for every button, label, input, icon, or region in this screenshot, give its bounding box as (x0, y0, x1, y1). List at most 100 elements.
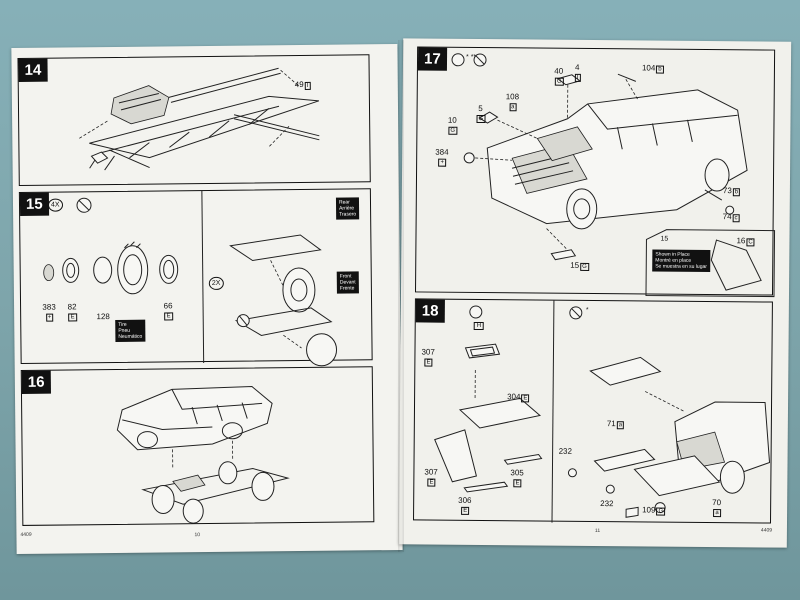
part-sprue-box: E (521, 394, 530, 403)
part-number: 74 (722, 212, 732, 222)
part-sprue-box: C (746, 238, 755, 247)
note-line: Frente (339, 285, 355, 292)
chassis-illustration (79, 67, 320, 171)
part-sprue-box: G (554, 77, 564, 86)
part-sprue-box: a (713, 509, 721, 518)
part-306-label: 306 E (458, 496, 472, 515)
part-number: 104 (641, 63, 656, 73)
part-number: 383 (42, 302, 56, 312)
part-232a-label: 232 (559, 447, 572, 456)
part-number: 5 (478, 103, 483, 114)
part-sprue-box: G (448, 126, 458, 135)
tire-assembly-illustration (43, 191, 338, 367)
part-number: 70 (712, 498, 722, 508)
quantity-2x-badge: 2X (208, 276, 224, 290)
part-sprue-box: + (438, 158, 447, 167)
shown-in-place-note: Shown in Place Montré en place Se muestr… (652, 249, 711, 273)
part-number: 16 (736, 236, 746, 246)
part-66-label: 66 E (161, 301, 175, 321)
part-sprue-box: G (656, 507, 666, 516)
part-307b-label: 307 E (424, 468, 438, 487)
page-code-left: 4409 (20, 531, 32, 538)
page-number-left: 10 (194, 532, 201, 539)
part-sprue-box: E (68, 313, 77, 322)
page-fold (398, 40, 404, 552)
note-line: Neumático (118, 333, 143, 340)
inset-step-number: 15 (660, 235, 669, 243)
part-sprue-box: a (616, 421, 625, 430)
part-number: 49 (294, 79, 304, 90)
part-number: 306 (458, 495, 472, 505)
part-82-label: 82 E (65, 302, 79, 322)
part-number: 40 (554, 66, 564, 76)
part-number: 307 (421, 347, 435, 357)
part-sprue-box: + (45, 313, 54, 322)
part-108-label: 108 a (505, 92, 520, 112)
part-sprue-box: c (732, 214, 740, 223)
part-number: 71 (606, 419, 616, 429)
part-number: 15 (570, 260, 580, 270)
part-sprue-box: b (732, 188, 741, 197)
part-sprue-box: G (476, 114, 486, 124)
part-number: 305 (510, 468, 524, 478)
part-sprue-box: I (574, 73, 581, 82)
part-number: 66 (163, 301, 173, 311)
body-chassis-illustration (116, 386, 290, 524)
part-70-label: 70 a (712, 498, 722, 518)
rear-note: Rear Arrière Trasero (335, 197, 360, 220)
part-384-label: 384 + (435, 148, 449, 167)
part-sprue-box: E (461, 506, 470, 515)
step-16-panel: 16 (20, 366, 375, 526)
page-number-right: 11 (594, 528, 601, 535)
part-305-label: 305 E (510, 468, 524, 488)
step-18-star: * (585, 306, 589, 314)
part-number: 304 (507, 392, 521, 402)
part-number: 307 (424, 467, 438, 477)
part-383-label: 383 + (41, 303, 57, 322)
part-40-label: 40 G (554, 67, 564, 86)
step-18-panel: 18 H * (413, 298, 773, 524)
part-sprue-box: E (424, 358, 433, 367)
step-17-panel: 17 * ** (414, 46, 776, 298)
part-sprue-box: I (304, 81, 311, 90)
part-number: 4 (575, 62, 580, 72)
step-15-panel: 15 4X 383 (18, 188, 373, 367)
part-sprue-box: a (509, 103, 517, 112)
part-sprue-box: E (427, 478, 436, 487)
front-note: Front Devant Frente (336, 271, 359, 294)
part-number: 128 (96, 312, 110, 322)
part-sprue-box: E (164, 312, 173, 321)
note-line: Trasero (339, 211, 357, 218)
part-sprue-box: b (656, 65, 664, 74)
bumper-grille-illustration (434, 300, 771, 523)
part-number: 73 (722, 186, 732, 196)
part-232b-label: 232 (600, 499, 613, 508)
part-number: 232 (600, 499, 614, 509)
part-sprue-box: G (580, 262, 589, 271)
part-number: 108 (505, 92, 520, 102)
part-number: 10 (447, 115, 457, 125)
part-10-label: 10 G (447, 115, 458, 135)
part-number: 109 (642, 505, 656, 515)
part-307a-label: 307 E (421, 347, 435, 367)
truck-assembly-illustration (451, 53, 776, 298)
part-number: 232 (558, 446, 573, 456)
part-sprue-box: E (513, 479, 522, 488)
part-number: 384 (435, 147, 449, 157)
part-number: 82 (67, 302, 77, 312)
part-4-label: 4 I (574, 63, 581, 82)
no-glue-icon-label: H (473, 321, 485, 331)
tire-note: Tire Pneu Neumático (115, 319, 146, 342)
page-code-right: 4409 (760, 527, 773, 534)
note-line: Se muestra en su lugar (655, 263, 707, 270)
